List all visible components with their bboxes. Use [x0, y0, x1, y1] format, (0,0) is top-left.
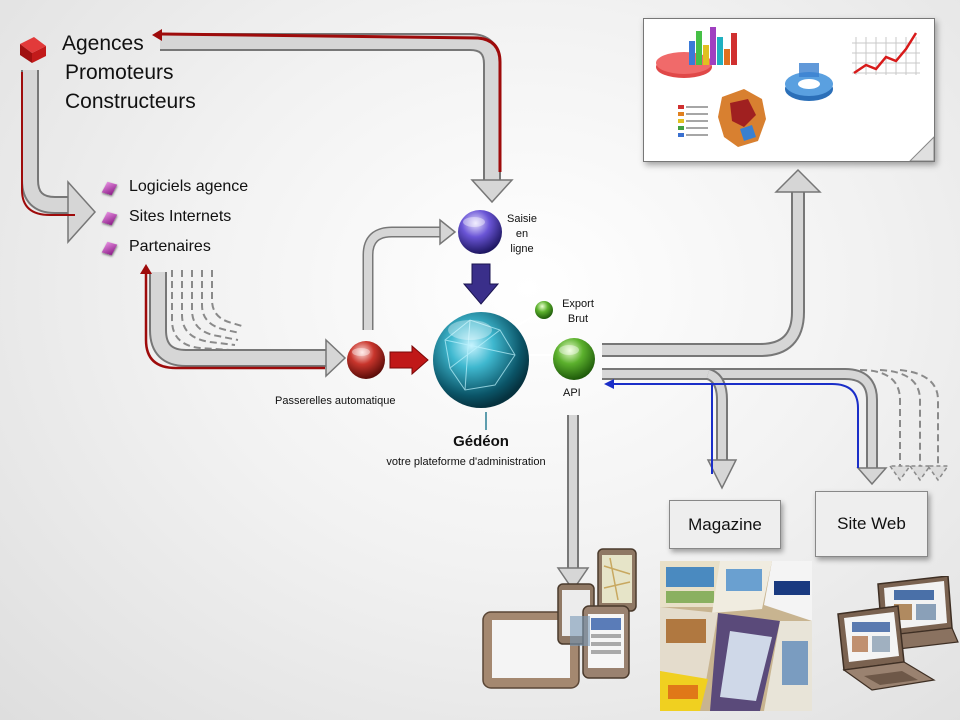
export-line-1: Export — [562, 298, 594, 310]
source-promoteurs: Promoteurs — [65, 61, 174, 84]
site-web-box: Site Web — [815, 491, 928, 557]
export-line-2: Brut — [567, 313, 589, 325]
core-subtitle: votre plateforme d'administration — [386, 456, 546, 468]
magazine-icon — [660, 561, 812, 711]
mobile-devices-icon — [482, 548, 637, 689]
red-arrow-icon — [389, 344, 429, 376]
saisie-orb-icon — [458, 210, 502, 254]
arrow-sources-to-channels — [21, 70, 97, 244]
api-orb-icon — [553, 338, 595, 380]
core-title: Gédéon — [453, 433, 509, 450]
channel-partenaires: Partenaires — [129, 238, 211, 255]
export-label: Export Brut — [554, 297, 602, 327]
arrow-api-to-report — [602, 168, 822, 357]
export-orb-icon — [535, 301, 553, 319]
channel-logiciels: Logiciels agence — [129, 178, 249, 195]
dashed-partner-arrows — [171, 270, 243, 351]
arrow-partenaires-to-passerelles — [140, 264, 347, 378]
arrow-passerelles-to-saisie — [362, 218, 457, 330]
passerelles-label: Passerelles automatique — [275, 395, 396, 407]
saisie-line-3: ligne — [510, 243, 534, 255]
saisie-line-1: Saisie — [507, 213, 537, 225]
arrow-core-to-mobile — [556, 415, 590, 592]
dashed-output-arrows — [859, 369, 939, 470]
laptop-icon — [837, 576, 959, 691]
report-charts — [656, 27, 935, 162]
magazine-box: Magazine — [669, 500, 781, 549]
source-constructeurs: Constructeurs — [65, 90, 196, 113]
channel-sites: Sites Internets — [129, 208, 232, 225]
saisie-label: Saisie en ligne — [500, 212, 544, 257]
purple-down-arrow-icon — [462, 263, 500, 305]
red-cube-icon — [20, 37, 46, 63]
api-label: API — [563, 387, 581, 399]
source-agences: Agences — [62, 32, 144, 55]
arrow-agences-to-saisie — [152, 29, 514, 204]
saisie-line-2: en — [515, 228, 529, 240]
arrow-api-to-outputs — [602, 368, 888, 490]
report-chart-icon — [643, 18, 935, 162]
passerelles-orb-icon — [347, 341, 385, 379]
gedeon-core-orb-icon — [433, 312, 529, 408]
